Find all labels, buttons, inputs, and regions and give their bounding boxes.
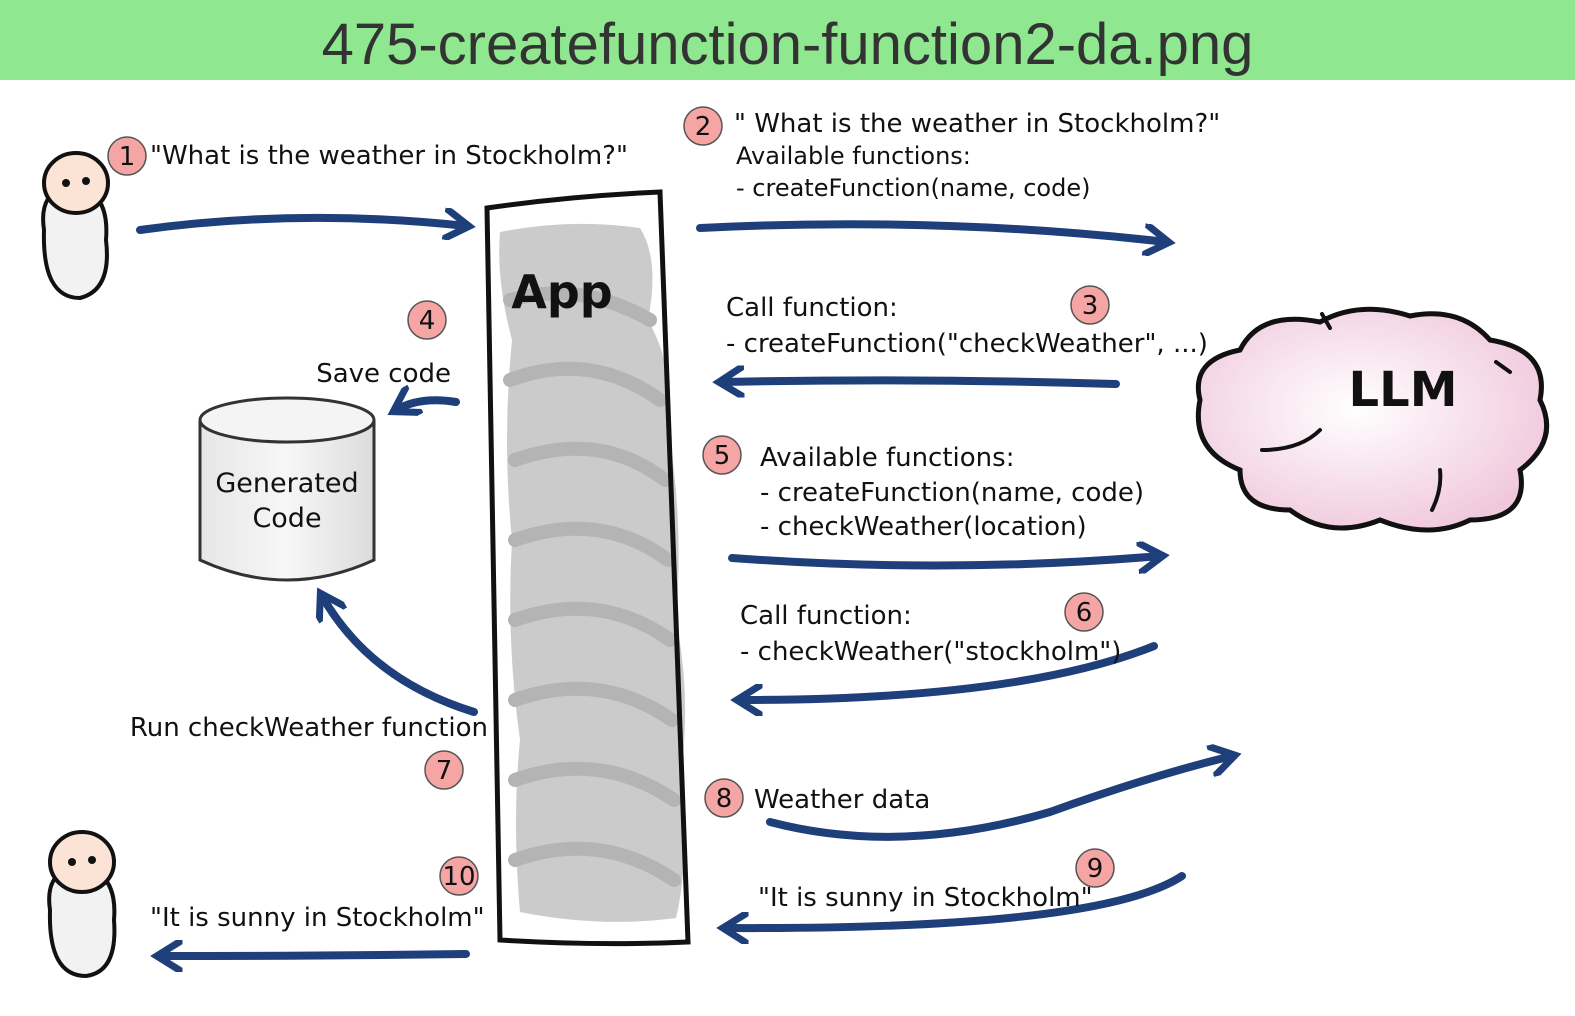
step-2-number: 2 [695, 112, 712, 142]
step-2-line3: - createFunction(name, code) [736, 174, 1090, 202]
step-8-text: Weather data [754, 785, 930, 815]
arrow-step7 [322, 596, 478, 716]
arrow-step10 [160, 954, 470, 956]
arrow-step3 [722, 380, 1120, 384]
step-10-badge [439, 856, 479, 896]
step-8-badge [704, 778, 744, 818]
step-7-number: 7 [436, 756, 453, 786]
llm-cloud: LLM [1195, 306, 1550, 533]
step-5-badge [702, 435, 742, 475]
arrow-step1 [136, 218, 466, 230]
step-6-number: 6 [1076, 598, 1093, 628]
app-label: App [511, 265, 612, 319]
user-top-icon [41, 151, 110, 301]
arrow-step2 [696, 220, 1166, 242]
arrow-step9 [726, 872, 1186, 928]
arrow-step6 [740, 642, 1158, 700]
step-5-line2: - createFunction(name, code) [760, 478, 1144, 508]
step-5-line3: - checkWeather(location) [760, 512, 1087, 542]
storage-label-line1: Generated [215, 468, 358, 499]
step-4-number: 4 [419, 306, 436, 336]
step-3-badge [1070, 285, 1110, 325]
step-2-badge [683, 106, 723, 146]
app-column: App [484, 189, 691, 947]
generated-code-storage: Generated Code [198, 396, 376, 582]
step-4-text: Save code [316, 359, 451, 389]
step-3-number: 3 [1082, 291, 1099, 321]
step-1-text: "What is the weather in Stockholm?" [150, 141, 628, 171]
step-1-number: 1 [119, 142, 136, 172]
step-3-line1: Call function: [726, 293, 898, 323]
step-5-number: 5 [714, 441, 731, 471]
arrow-step4 [396, 400, 460, 410]
step-6-line1: Call function: [740, 601, 912, 631]
step-4-badge [407, 300, 447, 340]
step-5-line1: Available functions: [760, 443, 1014, 473]
step-2-line1: " What is the weather in Stockholm?" [734, 109, 1220, 139]
step-10-number: 10 [442, 862, 475, 892]
step-9-badge [1075, 848, 1115, 888]
step-7-text: Run checkWeather function [130, 713, 488, 743]
step-8-number: 8 [716, 784, 733, 814]
step-1-badge [107, 136, 147, 176]
user-bottom-icon [47, 830, 117, 979]
arrow-step5 [728, 556, 1160, 566]
llm-label: LLM [1349, 362, 1458, 418]
step-10-text: "It is sunny in Stockholm" [150, 903, 485, 933]
step-3-line2: - createFunction("checkWeather", ...) [726, 329, 1208, 359]
step-2-line2: Available functions: [736, 142, 971, 170]
arrow-step8 [766, 756, 1232, 841]
page-title: 475-createfunction-function2-da.png [321, 12, 1254, 77]
step-6-badge [1064, 592, 1104, 632]
step-9-text: "It is sunny in Stockholm" [758, 883, 1093, 913]
step-7-badge [424, 750, 464, 790]
step-6-line2: - checkWeather("stockholm") [740, 637, 1121, 667]
step-9-number: 9 [1087, 854, 1104, 884]
storage-label-line2: Code [252, 503, 321, 534]
title-banner: 475-createfunction-function2-da.png [0, 0, 1575, 80]
